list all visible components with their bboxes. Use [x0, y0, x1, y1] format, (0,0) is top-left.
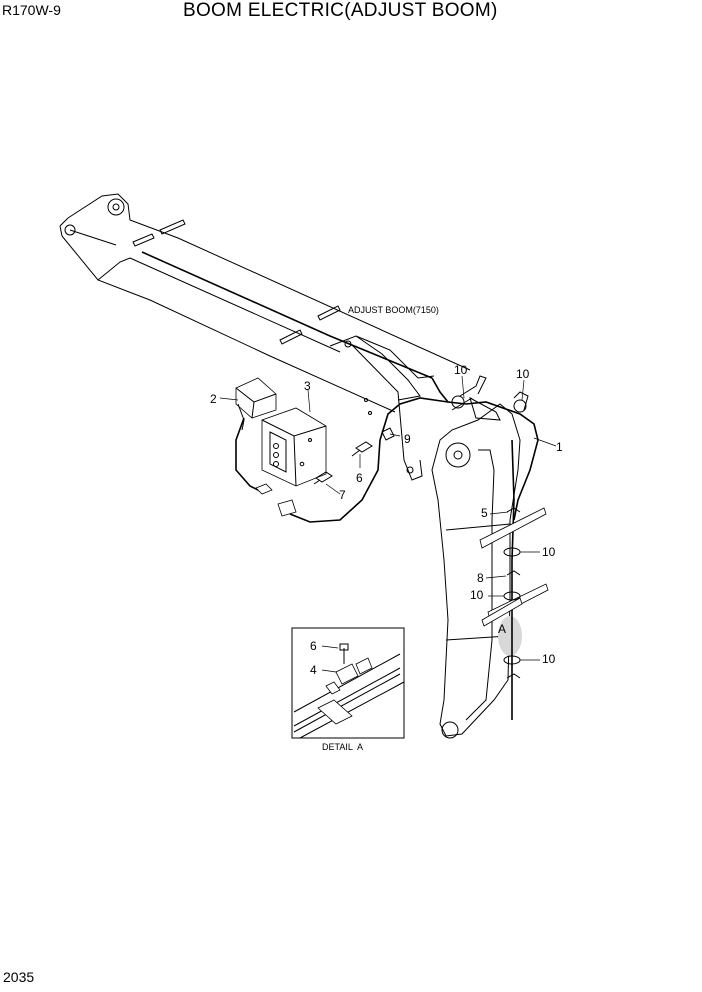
page-title: BOOM ELECTRIC(ADJUST BOOM)	[183, 0, 498, 21]
work-lamp	[235, 377, 277, 431]
callout-10-c: 10	[542, 545, 556, 559]
connectors	[255, 427, 395, 517]
callout-8: 8	[477, 571, 484, 585]
callout-10-e: 10	[542, 652, 556, 666]
callout-6: 6	[356, 471, 363, 485]
callout-10-d: 10	[470, 588, 484, 602]
callout-3: 3	[304, 379, 311, 393]
boom-body	[59, 193, 471, 481]
callout-2: 2	[210, 392, 217, 406]
assembly-label: ADJUST BOOM(7150)	[348, 305, 439, 315]
detail-callout-4: 4	[310, 663, 317, 677]
callout-7: 7	[339, 488, 346, 502]
lamp-box	[261, 407, 327, 487]
callout-9: 9	[404, 432, 411, 446]
wiring-harness	[235, 375, 539, 523]
leader-lines	[219, 375, 557, 661]
model-code: R170W-9	[2, 2, 61, 18]
detail-callout-6: 6	[310, 639, 317, 653]
adjust-boom	[431, 396, 549, 739]
page-number: 2035	[3, 969, 35, 985]
callout-5: 5	[481, 506, 488, 520]
callout-1: 1	[556, 440, 563, 454]
detail-a-inset	[291, 627, 405, 739]
detail-a-marker: A	[498, 622, 506, 636]
callout-10-a: 10	[454, 363, 468, 377]
detail-a-title: DETAIL A	[322, 742, 363, 752]
callout-10-b: 10	[516, 367, 530, 381]
